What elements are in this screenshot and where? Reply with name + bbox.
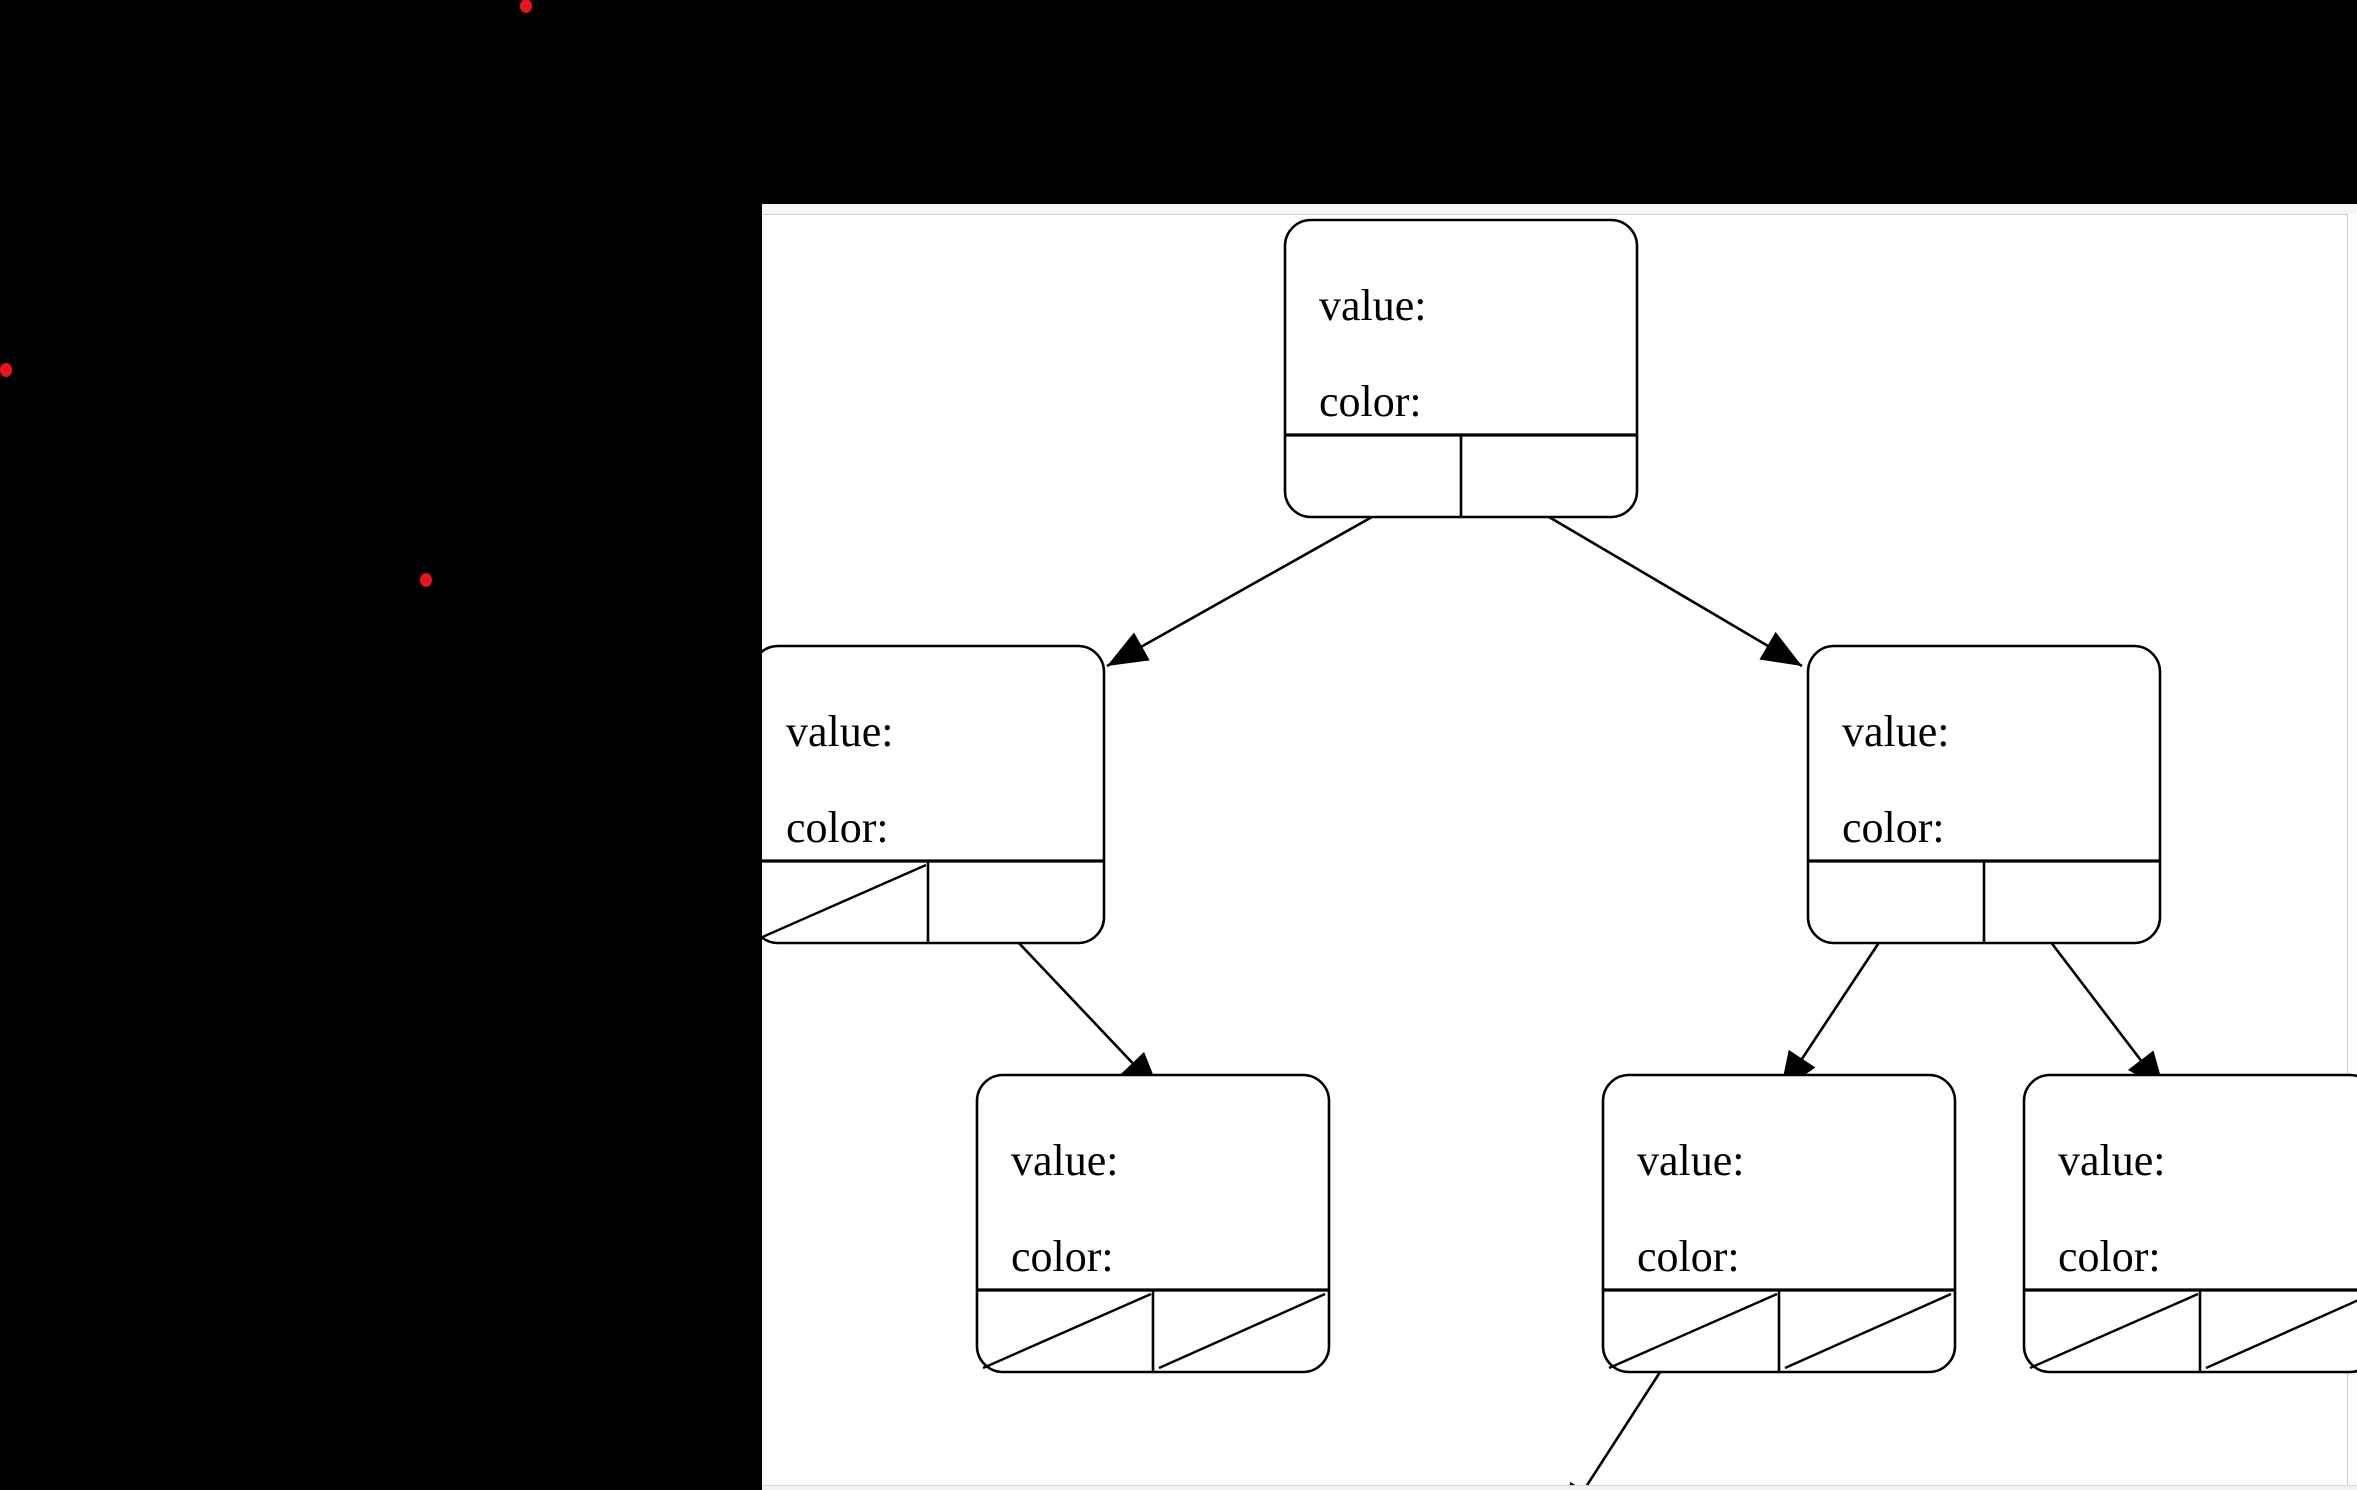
tree-node-inner-b-right-null-slash xyxy=(1784,1292,1952,1370)
tree-node-leaf-c-right-null-slash xyxy=(2205,1299,2357,1370)
tree-diagram-svg: value:color:value:color:value:color:valu… xyxy=(762,218,2357,1490)
document-viewer-panel[interactable]: value:color:value:color:value:color:valu… xyxy=(762,204,2357,1490)
tree-node-leaf-a-right-null-slash xyxy=(1158,1292,1326,1370)
edge-b-to-d xyxy=(1568,1368,1664,1490)
tree-node-inner-b[interactable]: value: color: xyxy=(1601,1073,1957,1374)
tree-node-leaf-c-left-null-slash xyxy=(2029,1292,2199,1370)
tree-node-leaf-a-value-label: value: xyxy=(1011,1136,1119,1185)
tree-node-root-value-label: value: xyxy=(1319,281,1427,330)
tree-node-root-color-label: color: xyxy=(1319,377,1422,426)
tree-node-left-value-label: value: xyxy=(786,707,894,756)
tree-node-right-value-label: value: xyxy=(1842,707,1950,756)
tree-node-leaf-a-color-label: color: xyxy=(1011,1232,1114,1281)
tree-node-inner-b-color-label: color: xyxy=(1637,1232,1740,1281)
tree-node-leaf-c-color-label: color: xyxy=(2058,1232,2161,1281)
edge-root-to-right-line xyxy=(1548,515,1803,668)
tree-node-inner-b-left-null-slash xyxy=(1608,1292,1778,1370)
viewer-status-strip xyxy=(762,1485,2357,1490)
edge-root-to-left-line xyxy=(1106,515,1373,668)
tree-node-left-left-null-slash xyxy=(762,863,927,939)
edge-root-to-left-arrowhead xyxy=(1107,632,1150,666)
edge-right-to-b xyxy=(1778,940,1882,1093)
tree-node-leaf-c-value-label: value: xyxy=(2058,1136,2166,1185)
tree-node-root[interactable]: value: color: xyxy=(1283,218,1639,519)
tree-node-leaf-a[interactable]: value: color: xyxy=(975,1073,1331,1374)
tree-node-left-color-label: color: xyxy=(786,803,889,852)
edge-b-to-d-line xyxy=(1582,1368,1664,1490)
viewer-toolbar-strip xyxy=(762,204,2357,215)
tree-node-inner-b-value-label: value: xyxy=(1637,1136,1745,1185)
vertical-scrollbar[interactable] xyxy=(2347,214,2357,1490)
tree-node-left[interactable]: value: color: xyxy=(762,644,1106,945)
edge-root-to-right xyxy=(1548,515,1803,668)
edge-root-to-left xyxy=(1106,515,1373,668)
tree-node-right-color-label: color: xyxy=(1842,803,1945,852)
tree-node-leaf-c[interactable]: value: color: xyxy=(2022,1073,2357,1374)
node-layer: value:color:value:color:value:color:valu… xyxy=(762,218,2357,1374)
tree-node-leaf-a-left-null-slash xyxy=(982,1292,1152,1370)
tree-node-left-outline xyxy=(762,644,1106,945)
edge-right-to-c xyxy=(2048,940,2167,1093)
tree-node-leaf-c-outline xyxy=(2022,1073,2357,1374)
tree-node-right[interactable]: value: color: xyxy=(1806,644,2162,945)
edge-root-to-right-arrowhead xyxy=(1759,631,1802,666)
edge-left-to-leaf-a xyxy=(1016,940,1161,1093)
edge-layer xyxy=(1016,515,2167,1490)
